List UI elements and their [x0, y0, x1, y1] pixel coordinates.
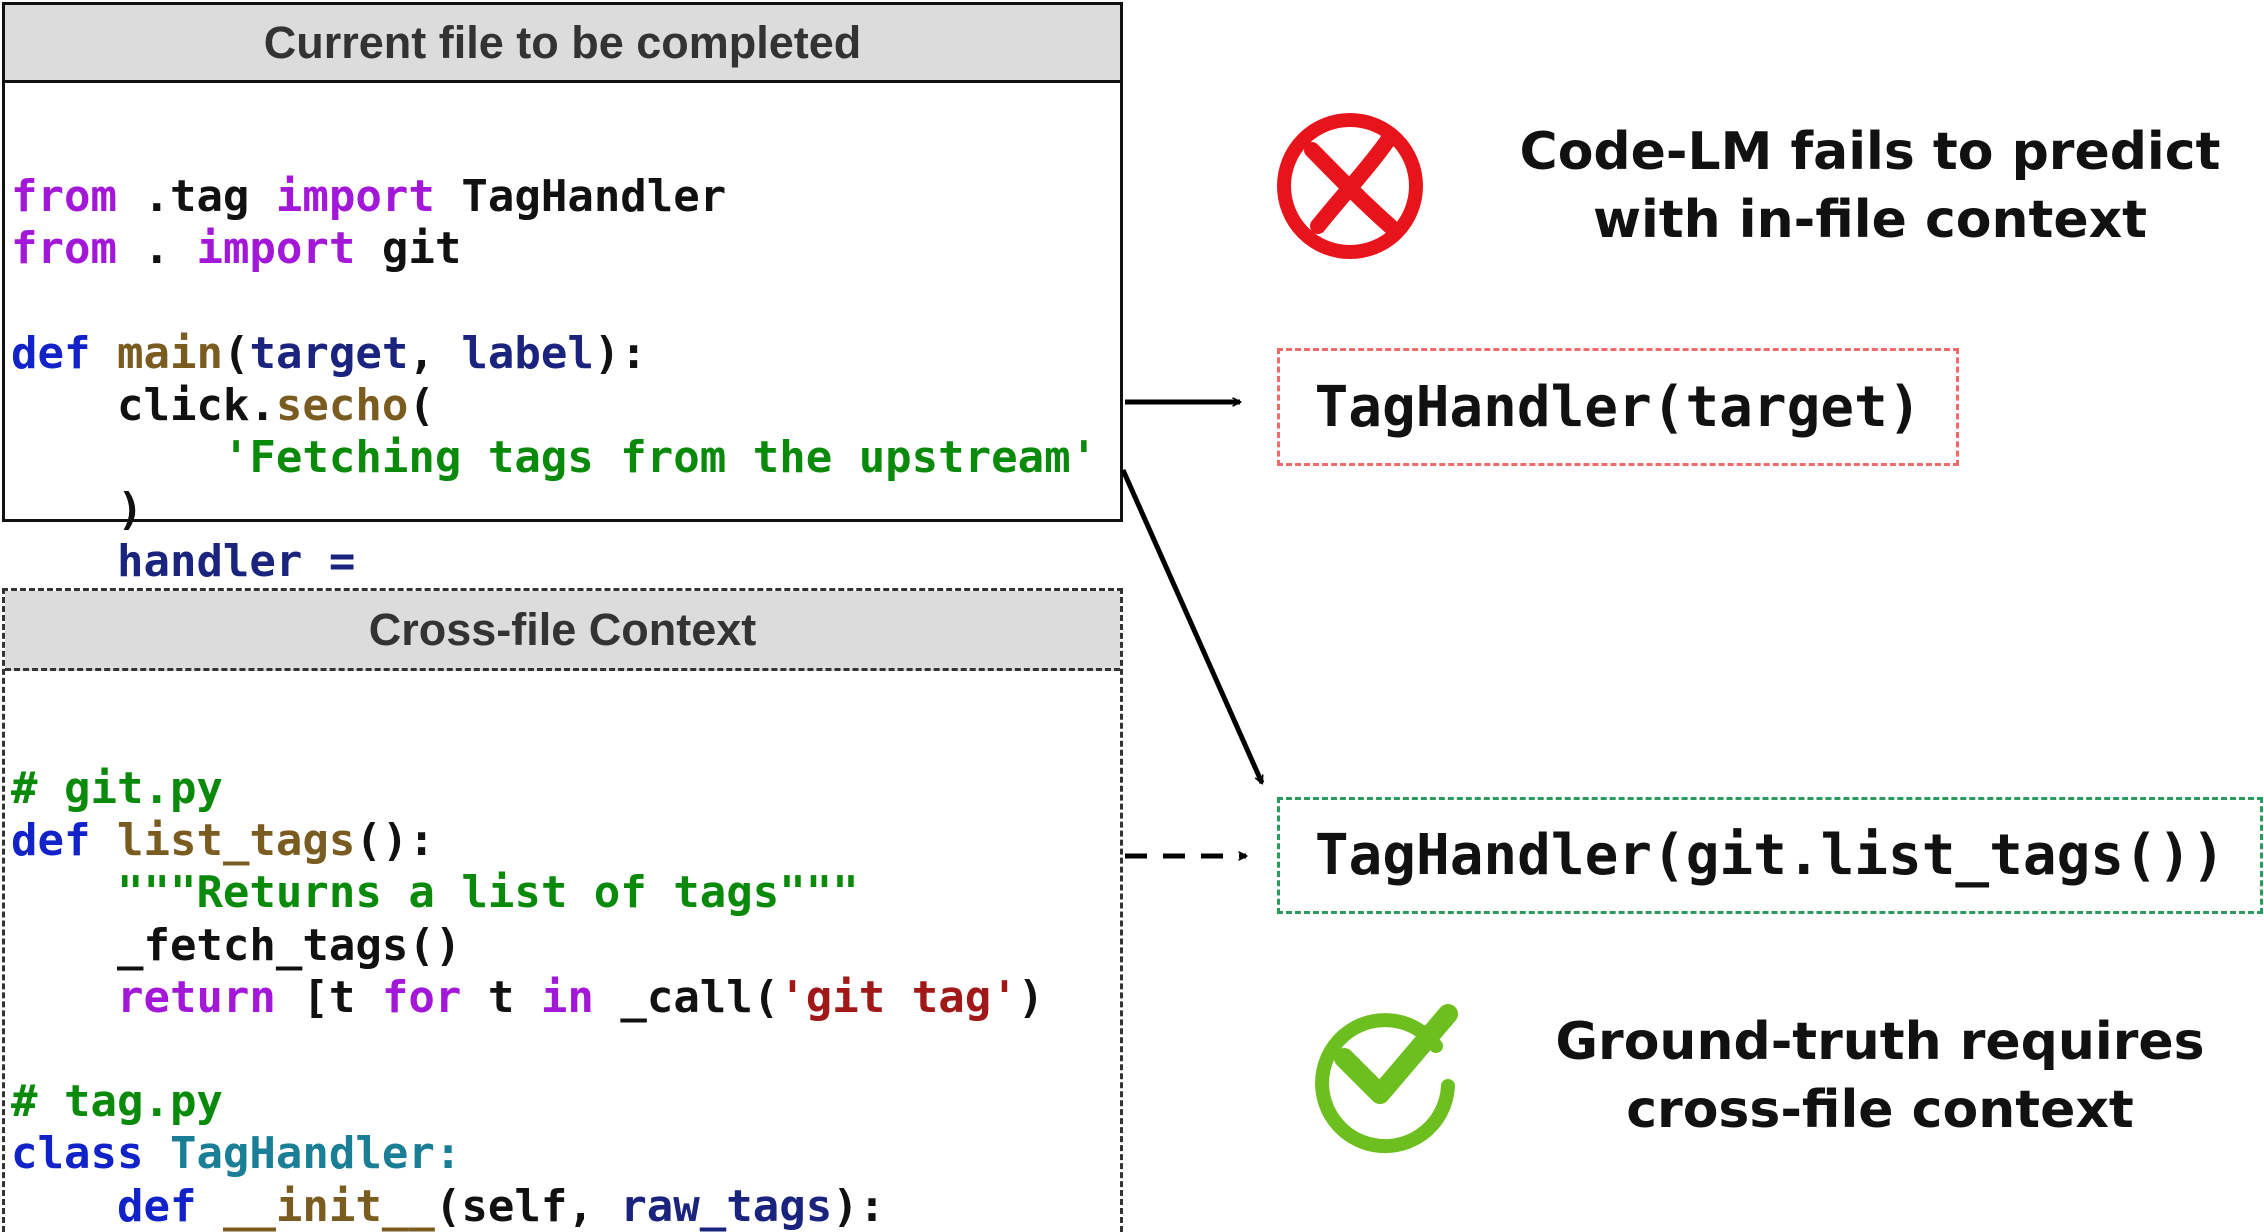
code-token: (self,	[434, 1180, 621, 1232]
code-line: def list_tags():	[11, 815, 435, 867]
code-token: import	[196, 223, 356, 275]
code-token: _call(	[593, 971, 780, 1023]
code-token: target	[249, 327, 409, 379]
code-token: git	[355, 223, 462, 275]
code-line: _fetch_tags()	[11, 920, 461, 972]
code-token: ,	[408, 327, 462, 379]
code-token: .tag	[116, 171, 276, 222]
code-line: def __init__(self, raw_tags):	[11, 1181, 885, 1232]
correct-prediction-text: TagHandler(git.list_tags())	[1314, 823, 2226, 888]
code-token: )	[1017, 971, 1045, 1023]
green-check-circle-icon	[1315, 1004, 1458, 1154]
code-token: (	[222, 327, 250, 379]
code-line: def main(target, label):	[11, 328, 647, 380]
code-token: label	[461, 327, 594, 379]
code-line: # tag.py	[11, 1076, 223, 1128]
wrong-prediction-text: TagHandler(target)	[1314, 374, 1922, 440]
code-line: 'Fetching tags from the upstream'	[11, 432, 1097, 484]
ground-truth-caption: Ground-truth requires cross-file context	[1555, 1012, 2205, 1140]
arrow-to-correct-prediction	[1120, 468, 1265, 783]
code-line: )	[11, 484, 144, 536]
code-token: ):	[593, 327, 647, 379]
code-token: raw_tags	[620, 1180, 833, 1232]
current-file-title: Current file to be completed	[5, 5, 1120, 83]
current-file-panel: Current file to be completed from .tag i…	[2, 2, 1123, 587]
code-token: from	[11, 171, 117, 222]
code-line: return [t for t in _call('git tag')	[11, 972, 1044, 1024]
code-token: in	[540, 971, 594, 1023]
fail-caption: Code-LM fails to predict with in-file co…	[1519, 122, 2221, 250]
red-cross-circle-icon	[1277, 113, 1423, 259]
code-token: main	[116, 327, 223, 379]
code-token: def	[11, 327, 91, 379]
wrong-prediction-box: TagHandler(target)	[1277, 348, 1959, 466]
code-token: __init__	[222, 1180, 435, 1232]
code-line: from .tag import TagHandler	[11, 171, 726, 223]
code-token: t	[461, 971, 541, 1023]
code-token: ):	[832, 1180, 886, 1232]
code-line: """Returns a list of tags"""	[11, 867, 859, 919]
code-token: TagHandler:	[169, 1128, 462, 1180]
code-token: handler =	[116, 536, 356, 588]
code-line: click.secho(	[11, 380, 435, 432]
code-token: TagHandler	[434, 171, 727, 222]
code-token: )	[11, 484, 144, 536]
code-token: 'Fetching tags from the upstream'	[222, 432, 1098, 483]
code-token: ():	[355, 815, 435, 867]
code-token: 'git tag'	[779, 971, 1018, 1023]
correct-prediction-box: TagHandler(git.list_tags())	[1277, 797, 2263, 914]
code-line: from . import git	[11, 223, 461, 275]
code-token: click.	[11, 379, 276, 431]
code-token: _fetch_tags()	[11, 919, 462, 971]
code-token: (	[408, 379, 435, 431]
code-token: # git.py	[11, 763, 223, 814]
code-token: secho	[275, 379, 409, 431]
cross-file-title: Cross-file Context	[5, 591, 1120, 671]
code-token: for	[381, 971, 462, 1023]
code-token: import	[275, 171, 435, 222]
code-token: return	[116, 971, 276, 1023]
code-token: # tag.py	[11, 1076, 223, 1128]
code-line: # git.py	[11, 763, 223, 815]
code-line: class TagHandler:	[11, 1128, 461, 1180]
code-token: """Returns a list of tags"""	[116, 867, 859, 919]
code-token: list_tags	[116, 815, 356, 867]
code-token: .	[116, 223, 197, 275]
code-token: from	[11, 223, 117, 275]
code-token: class	[11, 1128, 144, 1180]
code-token: [t	[275, 971, 382, 1023]
code-token: def	[11, 815, 91, 867]
code-line: handler =	[11, 536, 355, 588]
code-token: def	[116, 1180, 197, 1232]
